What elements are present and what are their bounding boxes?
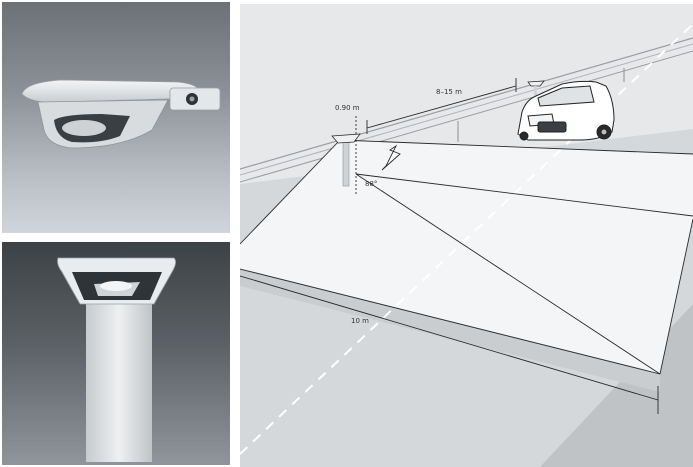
luminaire-side-photo: [2, 2, 230, 233]
luminaire-side-shape: [21, 79, 221, 149]
road-lighting-diagram: 0.90 m 8–15 m 88° 10 m: [240, 4, 693, 467]
car-illustration: [517, 80, 615, 141]
luminaire-diagram-icon: [331, 133, 361, 144]
far-luminaire-icon: [527, 80, 545, 96]
angle-arc: [381, 144, 401, 171]
width-dimension: [240, 275, 659, 414]
label-width: 10 m: [351, 317, 369, 325]
label-height: 0.90 m: [335, 104, 360, 112]
lane-marking: [240, 23, 693, 455]
lit-area: [240, 140, 693, 374]
lit-area-edge: [240, 269, 660, 392]
luminaire-front-shape: [57, 257, 176, 462]
label-spacing: 8–15 m: [436, 88, 462, 96]
spacing-dimension: [366, 78, 517, 134]
label-angle: 88°: [365, 180, 377, 188]
beam-lines: [240, 139, 693, 375]
luminaire-front-photo: [2, 242, 230, 465]
